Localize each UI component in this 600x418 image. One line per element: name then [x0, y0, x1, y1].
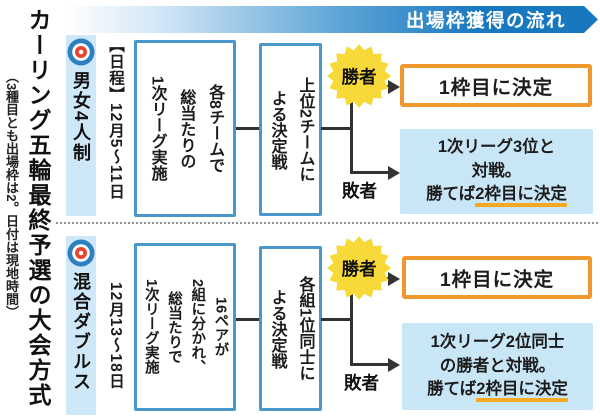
page-title: カーリング五輪最終予選の大会方式	[25, 8, 51, 408]
loser-arrow-line	[350, 171, 389, 174]
category-label: 混合ダブルス	[71, 272, 91, 392]
loser-arrow-line	[350, 363, 389, 366]
league-box-row1: 各8チームで 総当たりの 1次リーグ実施	[134, 40, 236, 217]
decider-box-row1: 上位2チームに よる決定戦	[259, 43, 322, 216]
category-label: 男女4人制	[71, 71, 91, 164]
loser-final-underlined: 2枠目に決定	[476, 380, 568, 403]
league-line: 各8チームで	[206, 84, 224, 173]
arrow-right-icon	[388, 357, 400, 372]
league-box-row2: 16ペアが 2組に分かれ、 総当たりで 1次リーグ実施	[134, 243, 236, 411]
branch-line	[350, 85, 353, 174]
loser-result-box-row1: 1次リーグ3位と 対戦。 勝てば2枠目に決定	[400, 129, 593, 214]
loser-line: の勝者と対戦。	[439, 356, 556, 375]
loser-line: 1次リーグ3位と	[437, 137, 556, 156]
winner-label: 勝者	[341, 66, 377, 87]
connector-line	[236, 318, 260, 321]
winner-burst-row2: 勝者	[327, 236, 391, 300]
loser-final-underlined: 2枠目に決定	[475, 185, 567, 208]
loser-label-row2: 敗者	[344, 373, 379, 393]
decider-line: よる決定戦	[268, 288, 286, 369]
league-line: 1次リーグ実施	[148, 76, 166, 181]
loser-label-row1: 敗者	[342, 181, 377, 201]
league-line: 1次リーグ実施	[142, 279, 159, 375]
winner-result-box-row2: 1枠目に決定	[402, 256, 592, 299]
connector-line	[321, 127, 352, 130]
loser-final-line: 勝てば2枠目に決定	[427, 378, 568, 403]
loser-line: 1次リーグ2位同士	[430, 332, 565, 351]
branch-line	[350, 277, 353, 366]
arrow-right-icon	[388, 79, 400, 94]
header-banner: 出場枠獲得の流れ	[70, 6, 598, 33]
schedule-text: 【日程】12月5〜11日	[107, 37, 124, 200]
connector-line	[321, 318, 352, 321]
winner-result-text: 1枠目に決定	[439, 269, 555, 291]
loser-final-prefix: 勝てば	[427, 380, 477, 399]
banner-title: 出場枠獲得の流れ	[405, 9, 566, 31]
arrow-right-icon	[388, 165, 400, 180]
league-line: 総当たりで	[166, 290, 182, 364]
loser-final-line: 勝てば2枠目に決定	[426, 183, 567, 208]
decider-line: 上位2チームに	[296, 77, 314, 182]
curling-target-icon	[67, 38, 95, 66]
category-strip-mixed-doubles: 混合ダブルス	[66, 236, 96, 415]
loser-final-prefix: 勝てば	[426, 185, 476, 204]
league-line: 16ペアが	[212, 297, 229, 357]
league-line: 総当たりの	[177, 88, 195, 169]
decider-box-row2: 各組1位同士に よる決定戦	[259, 246, 322, 411]
curling-target-icon	[67, 239, 95, 267]
schedule-text: 12月13〜18日	[107, 281, 124, 390]
winner-result-text: 1枠目に決定	[438, 77, 554, 99]
winner-label: 勝者	[341, 258, 377, 279]
schedule-row2: 12月13〜18日	[99, 258, 131, 413]
winner-result-box-row1: 1枠目に決定	[400, 64, 592, 107]
loser-line: 対戦。	[471, 161, 522, 180]
schedule-row1: 【日程】12月5〜11日	[99, 37, 131, 219]
league-line: 2組に分かれ、	[189, 279, 206, 375]
connector-line	[236, 127, 260, 130]
arrow-right-icon	[388, 271, 400, 286]
winner-burst-row1: 勝者	[327, 44, 391, 108]
category-strip-four-person: 男女4人制	[66, 35, 96, 216]
row-divider	[56, 222, 598, 224]
decider-line: よる決定戦	[268, 89, 286, 170]
decider-line: 各組1位同士に	[296, 276, 314, 381]
loser-result-box-row2: 1次リーグ2位同士 の勝者と対戦。 勝てば2枠目に決定	[402, 323, 593, 410]
vertical-title-block: カーリング五輪最終予選の大会方式 （3種目とも出場枠は2。日付は現地時間）	[2, 8, 58, 412]
page-subtitle: （3種目とも出場枠は2。日付は現地時間）	[4, 70, 19, 319]
